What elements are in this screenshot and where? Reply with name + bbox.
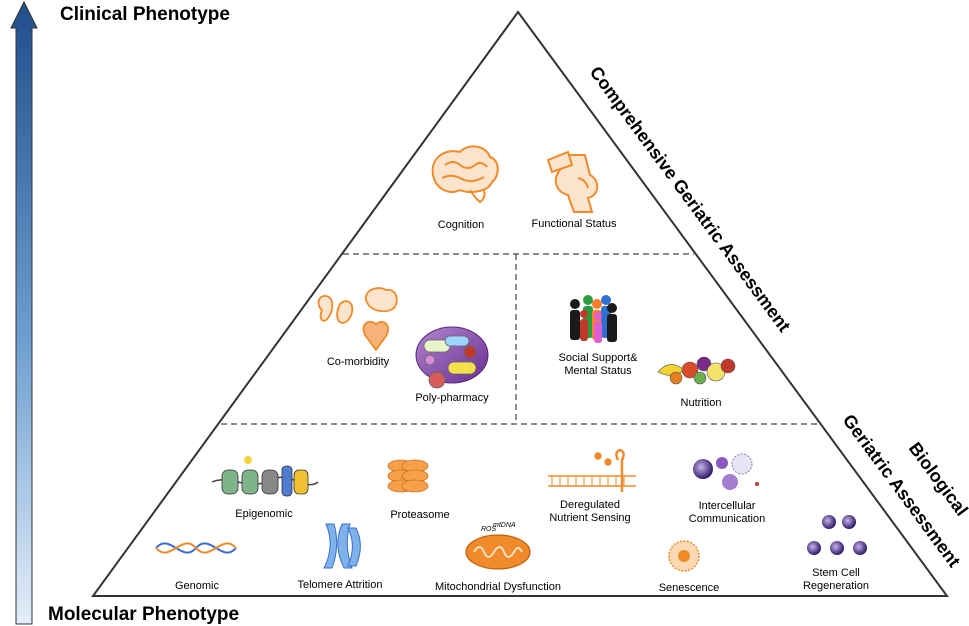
people-group-icon [570, 295, 617, 343]
chromosome-icon [323, 523, 361, 569]
social-support-label-line1: Social Support& [559, 352, 639, 364]
social-support-label-line2: Mental Status [564, 365, 632, 377]
proteasome-icon [387, 459, 429, 493]
cognition-label: Cognition [438, 219, 484, 231]
stem-cell-label-line2: Regeneration [803, 580, 869, 592]
intercellular-label-line2: Communication [689, 513, 765, 525]
senescent-cell-icon [668, 540, 700, 572]
immune-cells-icon [693, 453, 759, 490]
brain-icon [431, 145, 499, 204]
receptor-membrane-icon [548, 448, 636, 492]
knee-joint-icon [546, 150, 599, 213]
stem-cell-label-line1: Stem Cell [812, 567, 860, 579]
comorbidity-label: Co-morbidity [327, 356, 390, 368]
ros-label: ROS [481, 526, 497, 533]
functional-status-label: Functional Status [532, 218, 617, 230]
polypharmacy-label: Poly-pharmacy [415, 392, 489, 404]
mitochondria-icon [465, 534, 531, 570]
mitochondrial-label: Mitochondrial Dysfunction [435, 581, 561, 593]
epigenomic-label: Epigenomic [235, 508, 293, 520]
intercellular-label-line1: Intercellular [699, 500, 756, 512]
genomic-label: Genomic [175, 580, 220, 592]
epigenomic-chromatin-icon [211, 456, 319, 497]
phenotype-arrow [10, 0, 38, 625]
fruit-basket-icon [657, 356, 736, 385]
pills-icon [415, 326, 489, 389]
stem-cells-icon [807, 515, 867, 555]
nutrient-sensing-label-line1: Deregulated [560, 499, 620, 511]
pyramid-outline [91, 10, 949, 597]
clinical-phenotype-label: Clinical Phenotype [60, 4, 230, 25]
molecular-phenotype-label: Molecular Phenotype [48, 604, 239, 625]
nutrition-label: Nutrition [681, 397, 722, 409]
organs-icon [317, 287, 398, 352]
proteasome-label: Proteasome [390, 509, 449, 521]
telomere-label: Telomere Attrition [298, 579, 383, 591]
dna-helix-icon [155, 542, 237, 554]
senescence-label: Senescence [659, 582, 720, 594]
nutrient-sensing-label-line2: Nutrient Sensing [549, 512, 630, 524]
mtdna-label: mtDNA [493, 522, 516, 529]
